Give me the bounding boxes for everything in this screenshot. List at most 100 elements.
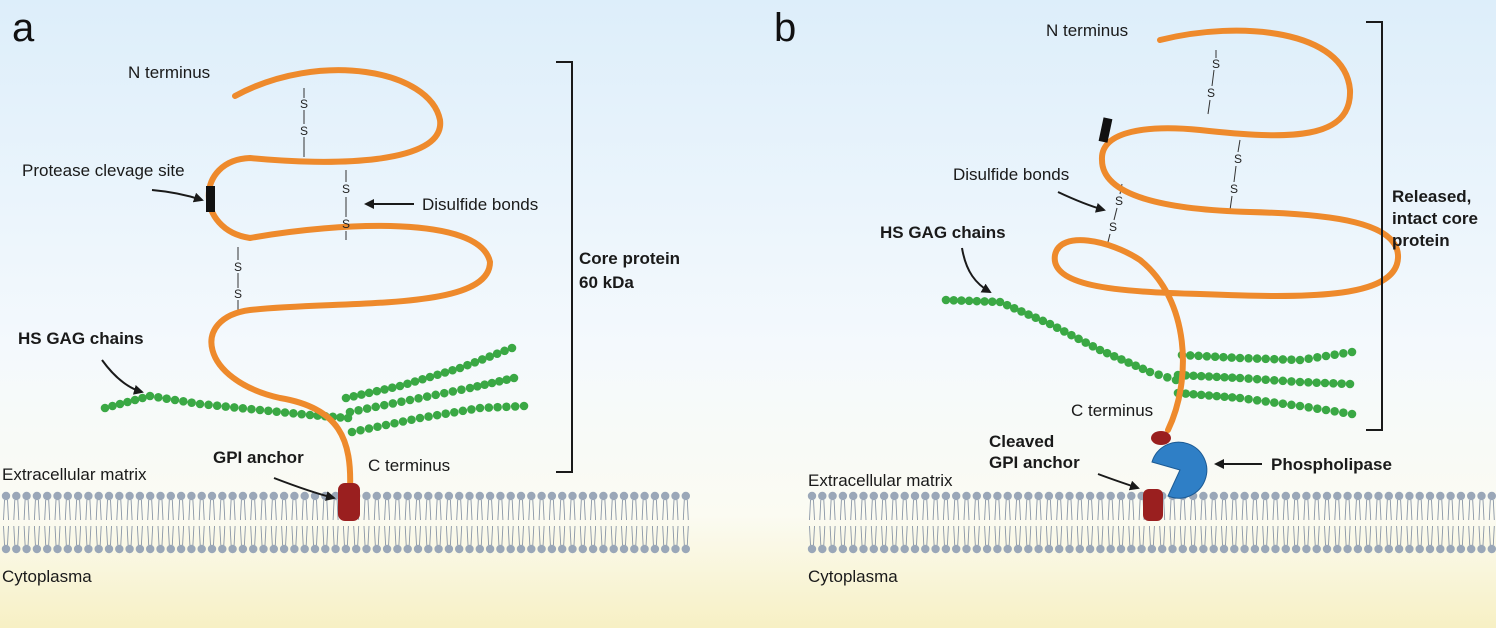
lipid-head [403,544,412,554]
lipid-tail [1447,525,1454,546]
gag-unit [1219,352,1228,362]
lipid-tail [445,525,452,546]
lipid-tail [881,499,888,521]
disulfide-label-a: Disulfide bonds [422,195,539,214]
lipid-head [1353,544,1363,554]
lipid-tail [476,525,483,546]
gag-unit [1330,407,1339,416]
lipid-tail [1138,525,1145,546]
gag-unit [373,422,382,432]
cell-membrane-right [807,491,1496,554]
lipid-head [890,544,899,554]
core-protein-right [1051,27,1402,433]
lipid-tail [1313,499,1320,521]
lipid-head [807,544,817,554]
lipid-tail [1087,499,1094,521]
lipid-tail [860,525,867,546]
gag-unit [1252,374,1262,384]
lipid-tail [590,525,597,546]
lipid-tail [538,499,545,521]
lipid-head [931,544,940,554]
gag-unit [1278,376,1288,386]
lipid-head [1312,544,1321,554]
gag-unit [204,400,213,410]
lipid-head [859,544,868,554]
lipid-head [146,491,155,501]
lipid-tail [963,525,970,546]
lipid-tail [64,499,71,521]
lipid-head [1261,491,1270,501]
lipid-head [1013,491,1023,501]
gag-unit [1304,403,1313,412]
lipid-tail [239,499,246,521]
lipid-tail [157,525,164,546]
lipid-head [941,491,951,501]
lipid-head [1024,491,1033,501]
gag-unit [1009,303,1019,313]
lipid-head [1281,491,1291,501]
lipid-head [1364,491,1373,501]
lipid-head [475,491,484,501]
gag-unit [485,352,495,361]
lipid-head [578,544,587,554]
gag-unit [1074,334,1083,344]
protease-cleavage-site-b [1098,117,1113,143]
gag-unit [1194,351,1203,361]
lipid-head [599,544,608,554]
lipid-tail [631,499,638,521]
lipid-head [290,491,299,501]
sulfur-label: S [342,217,351,231]
gag-unit [457,385,466,395]
gag-unit [1337,379,1346,388]
lipid-tail [1169,525,1176,546]
arrow-disulfide-b [1057,191,1106,213]
gag-unit [1235,393,1245,403]
lipid-head [259,491,268,501]
lipid-head [362,491,371,501]
lipid-head [1219,491,1229,501]
lipid-head [1209,544,1218,554]
lipid-head [1353,491,1363,501]
lipid-tail [1066,525,1073,546]
lipid-head [53,544,62,554]
cytoplasm-label-a: Cytoplasma [2,567,92,586]
lipid-tail [1396,525,1403,546]
gag-unit [289,409,298,418]
lipid-tail [198,499,205,521]
lipid-head [63,491,72,501]
lipid-tail [548,525,555,546]
lipid-tail [1468,525,1475,546]
gag-unit [349,391,359,401]
lipid-head [1384,491,1394,501]
gag-unit [463,360,472,370]
lipid-tail [384,499,391,521]
gag-unit [115,399,125,409]
lipid-tail [973,499,980,521]
lipid-tail [1035,525,1042,546]
lipid-head [279,544,289,554]
lipid-head [455,544,464,554]
lipid-head [341,544,351,554]
lipid-head [1456,491,1466,501]
gag-unit [1227,373,1237,382]
lipid-head [1343,544,1352,554]
gag-unit [972,296,982,306]
lipid-head [1446,544,1455,554]
gag-unit [1185,351,1195,360]
lipid-head [527,544,536,554]
gag-unit [1235,353,1245,363]
gag-unit [425,372,435,382]
gag-unit [477,355,487,364]
lipid-tail [1200,499,1207,521]
lipid-head [1456,544,1466,554]
gag-unit [1287,355,1296,365]
lipid-tail [1004,499,1011,521]
lipid-head [818,491,827,501]
lipid-tail [621,525,627,546]
lipid-head [1168,544,1177,554]
gag-unit [1278,355,1288,364]
lipid-head [516,491,526,501]
lipid-head [125,544,134,554]
lipid-head [403,491,412,501]
